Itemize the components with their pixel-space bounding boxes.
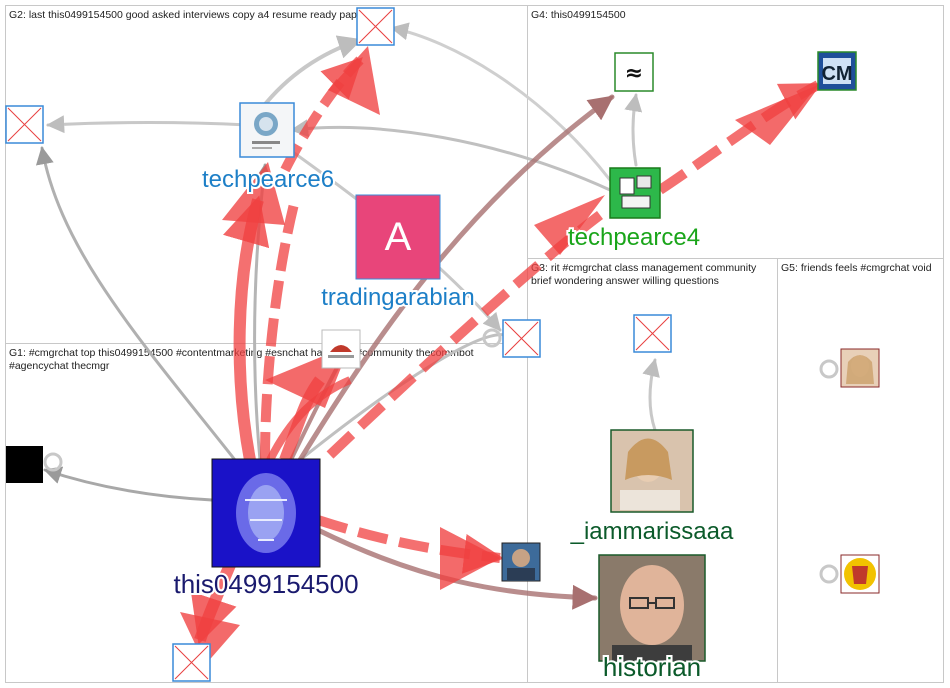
edge [624,93,643,167]
tradingarabian-avatar-letter: A [385,215,412,259]
g4-logo-glyph: ≈ [625,61,643,86]
group-label-g2: G2: last this0499154500 good asked inter… [9,9,367,21]
small-photo-node [501,542,541,582]
edge [297,94,615,463]
iammarissaaa-avatar [610,429,694,513]
historian-avatar [598,554,706,662]
arrowhead [180,612,240,665]
g5-avatar-woman [840,348,880,388]
techpearce4-avatar [609,167,661,219]
broken-images [5,7,672,682]
arrowhead [735,85,818,145]
edge [46,115,250,134]
edge [260,198,300,461]
edge [316,515,504,574]
self-loop [819,359,839,379]
arrowhead [328,46,380,115]
broken-image-node-g2-top [356,7,395,46]
edge [642,358,660,432]
self-loop [819,564,839,584]
label-tradingarabian: tradingarabian [321,284,474,311]
arrowhead [222,162,285,225]
edges-red [190,56,822,645]
broken-image-node-g2-left [5,105,44,144]
edge [290,119,612,192]
edge [223,195,270,462]
edge [326,211,604,459]
group-label-g4: G4: this0499154500 [531,9,626,21]
cm-logo-text: CM [821,63,852,85]
arrowhead [534,195,605,255]
this0499154500-avatar [211,458,321,568]
g5-avatar-logo [840,554,880,594]
arrowhead [440,527,500,590]
group-box-g5 [777,258,944,683]
node-labels: techpearce6 tradingarabian techpearce4 t… [171,164,736,684]
cm-logo-node: CM [817,51,857,91]
edge [315,527,598,610]
small-logo-node [321,329,361,369]
label-this0499154500: this0499154500 [173,569,358,599]
label-historian: historian [603,652,701,682]
broken-image-node-g3 [633,314,672,353]
label-techpearce4: techpearce4 [568,224,700,251]
techpearce6-avatar [239,102,295,158]
broken-image-node-g1-bottom [172,643,211,682]
g4-logo-node: ≈ [614,52,654,92]
self-loop [43,452,63,472]
self-loop [482,328,502,348]
label-techpearce6: techpearce6 [202,166,334,193]
self-loops [43,328,839,584]
tradingarabian-avatar: A [355,194,441,280]
edge [266,376,352,462]
edge [35,146,237,462]
broken-image-node-g2-right [502,319,541,358]
group-label-g5: G5: friends feels #cmgrchat void [781,262,932,274]
edge [260,35,363,110]
edge [390,22,612,182]
label-iammarissaaa: _iammarissaaa [570,518,734,545]
edge [43,466,214,502]
black-square-node [6,446,43,483]
group-label-g3: G3: rit #cmgrchat class management commu… [531,262,757,287]
